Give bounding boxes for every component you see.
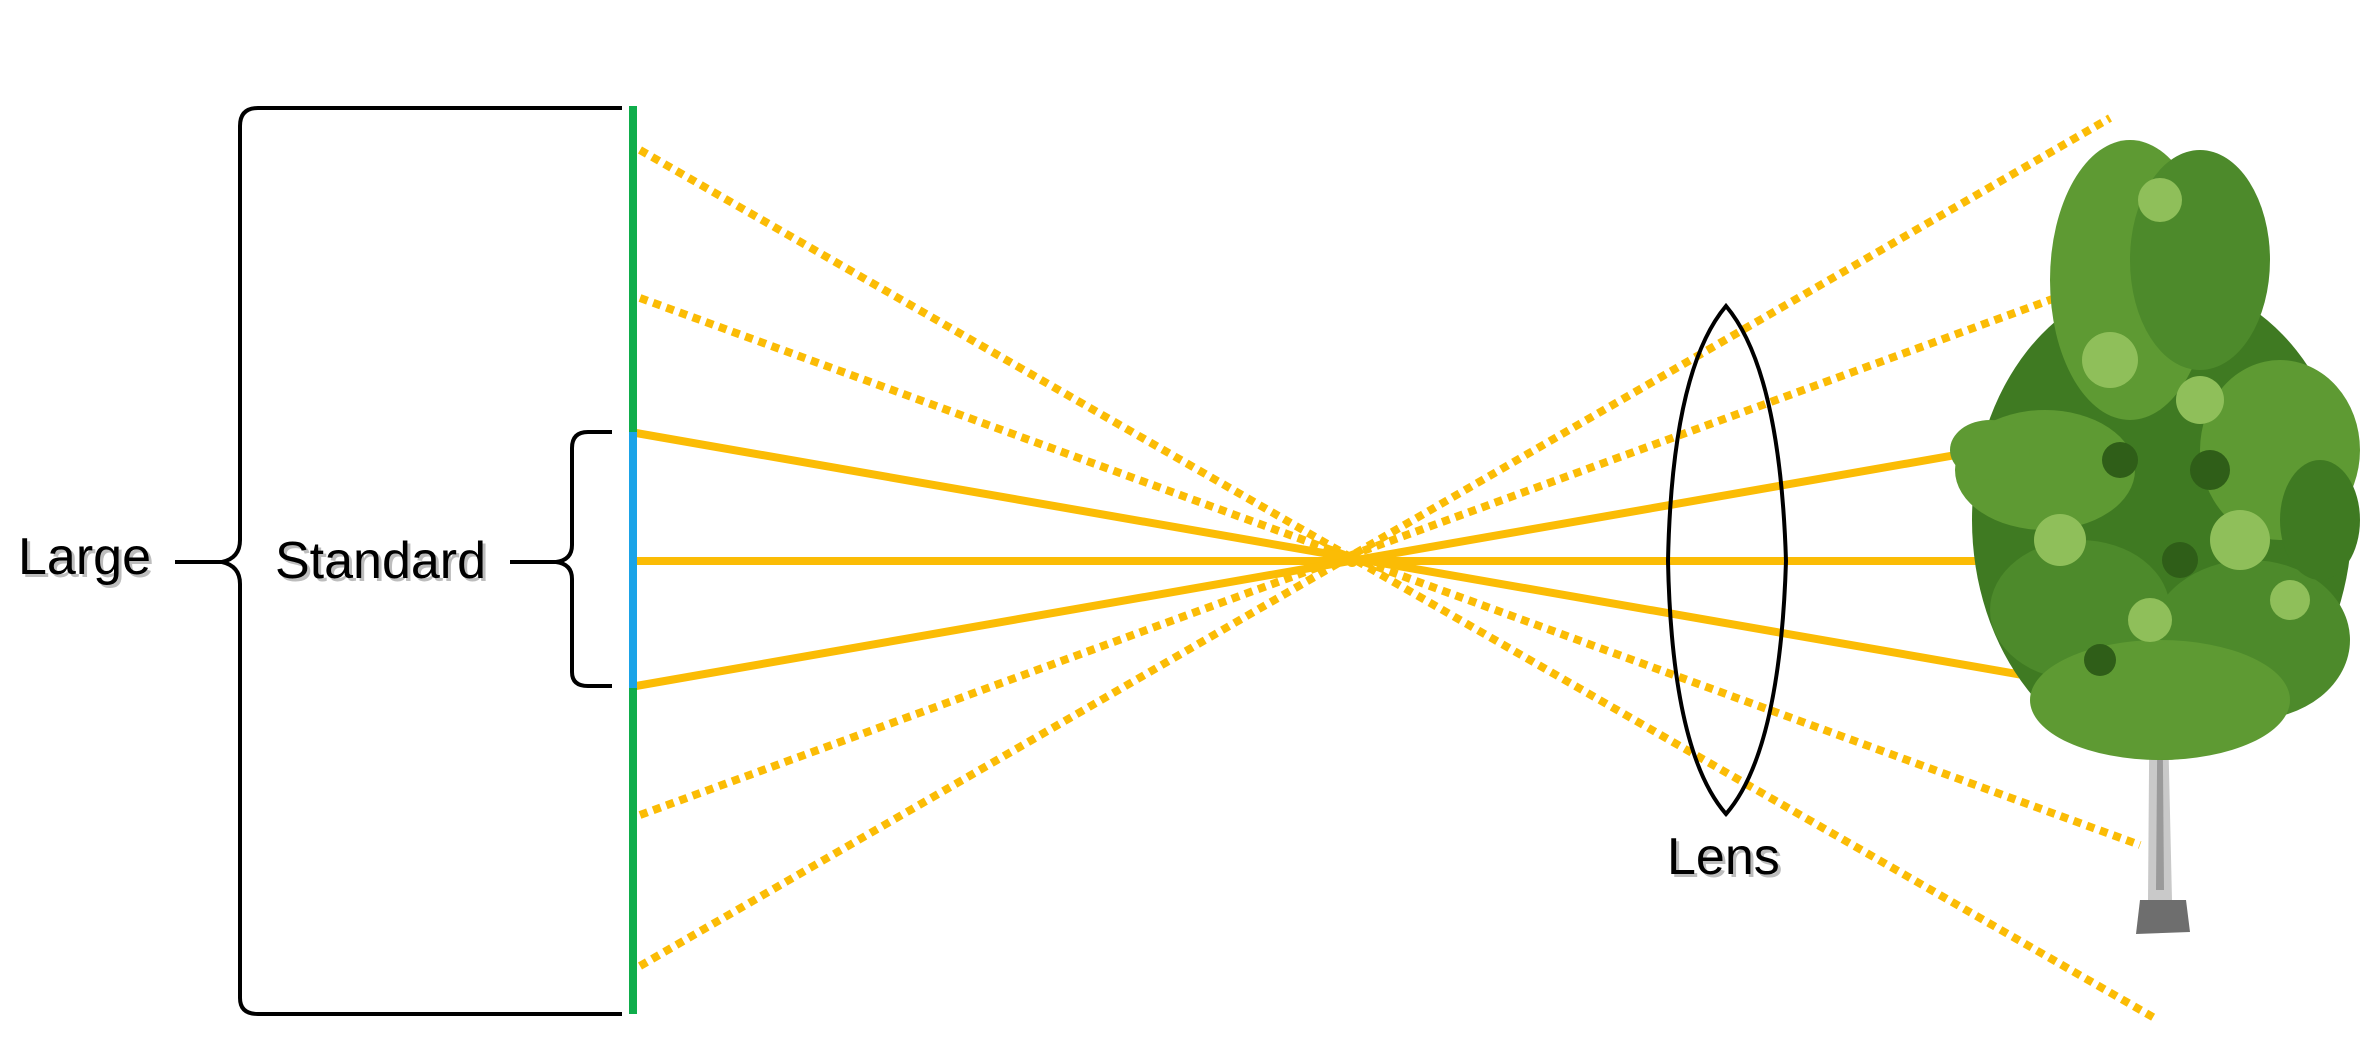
svg-text:Large: Large xyxy=(21,531,154,589)
large-sensor-rays xyxy=(638,114,2160,1024)
standard-sensor-bracket xyxy=(510,430,612,688)
standard-sensor-label: Standard xyxy=(275,532,486,590)
lens-label: Lens xyxy=(1667,828,1780,886)
convex-lens-icon xyxy=(1665,302,1789,818)
ray-dotted-2 xyxy=(638,294,2142,849)
large-sensor-label: Large xyxy=(18,528,151,586)
ray-solid-top xyxy=(635,429,2041,682)
tree-foliage xyxy=(1950,140,2360,760)
svg-text:Lens: Lens xyxy=(1670,831,1783,889)
optical-center-point xyxy=(1346,555,1358,567)
ray-dotted-4 xyxy=(638,114,2112,970)
ray-dotted-3 xyxy=(638,266,2134,819)
tree-icon xyxy=(1950,140,2360,934)
large-sensor-bracket xyxy=(175,106,622,1016)
ray-dotted-1 xyxy=(638,146,2160,1024)
svg-text:Standard: Standard xyxy=(278,535,489,593)
